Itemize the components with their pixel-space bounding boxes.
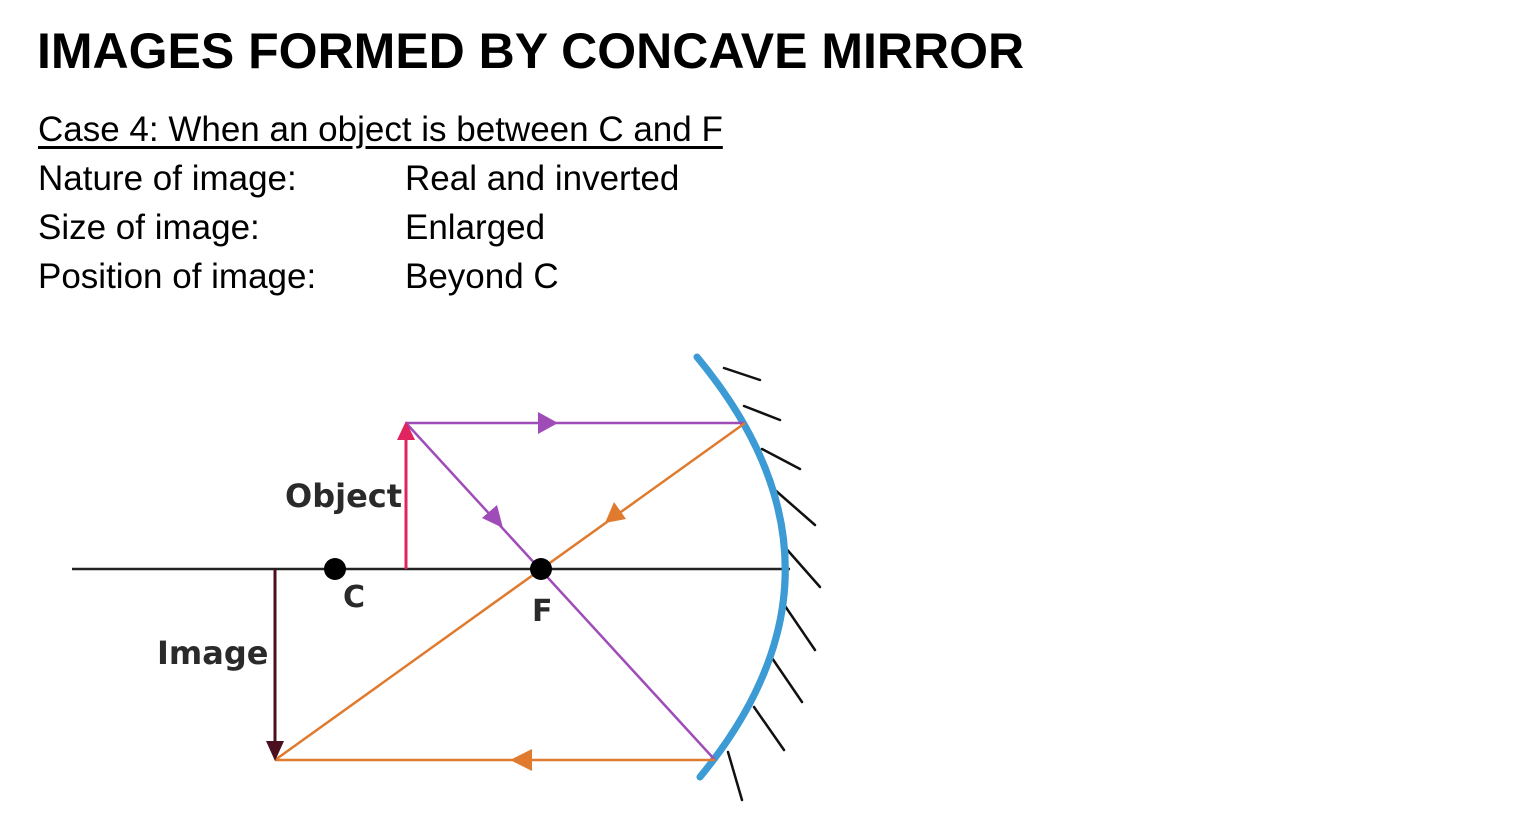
object-label: Object [285,477,402,515]
object-arrow [397,421,415,569]
ray-arrowhead [538,412,558,434]
mirror-hatching [722,366,822,802]
focus-label: F [532,594,553,629]
property-label: Nature of image: [38,159,297,198]
ray-parallel-through-focus [274,412,746,762]
page-title: IMAGES FORMED BY CONCAVE MIRROR [37,23,1025,79]
concave-mirror [693,353,789,781]
property-value: Beyond C [405,257,559,296]
property-value: Real and inverted [405,159,680,198]
ray-arrowhead [482,505,503,528]
focus-point [530,558,552,580]
image-arrow [266,569,284,761]
image-label: Image [157,634,268,672]
center-of-curvature-label: C [343,580,365,615]
case-heading: Case 4: When an object is between C and … [38,110,723,149]
property-value: Enlarged [405,208,546,247]
property-label: Position of image: [38,257,317,296]
property-label: Size of image: [38,208,260,247]
ray-through-focus-parallel [275,422,716,771]
center-of-curvature-point [324,558,346,580]
ray-arrowhead [510,749,532,771]
ray-arrowhead [605,502,626,523]
